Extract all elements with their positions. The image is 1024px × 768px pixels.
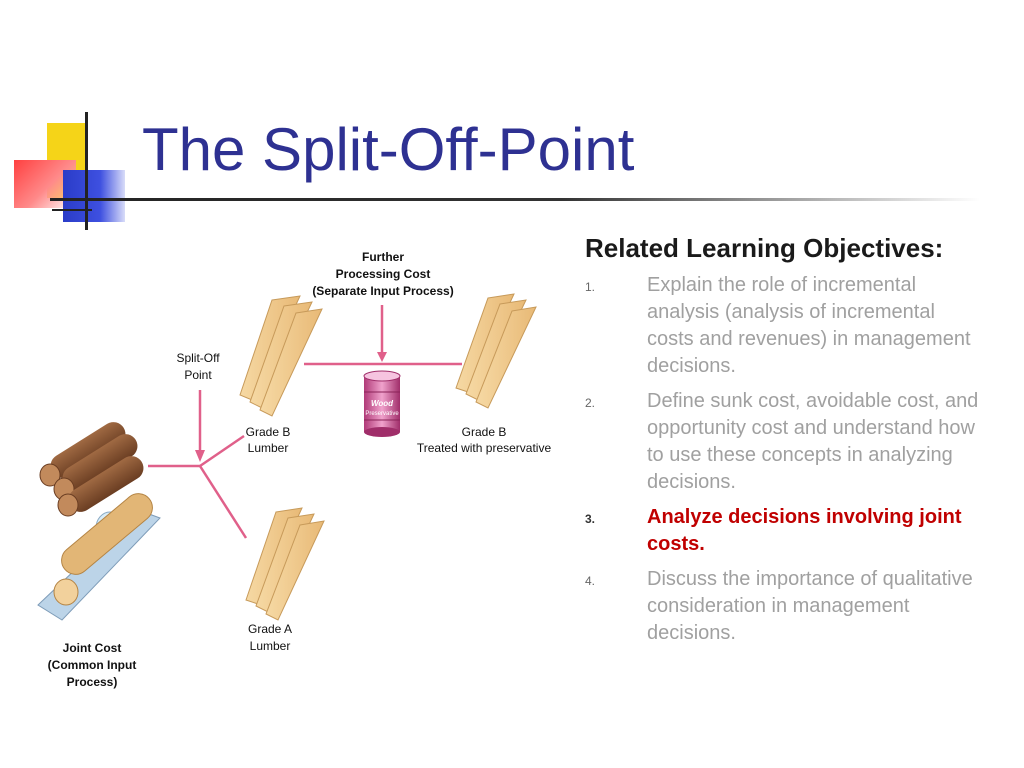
joint-cost-label-2: (Common Input xyxy=(48,658,137,672)
further-processing-label-3: (Separate Input Process) xyxy=(312,284,453,298)
barrel-label-line1: Wood xyxy=(371,399,394,408)
preservative-barrel: Wood Preservative xyxy=(364,371,400,437)
grade-b-treated-label-1: Grade B xyxy=(462,425,507,439)
grade-b-lumber-label-1: Grade B xyxy=(246,425,291,439)
objective-text: Define sunk cost, avoidable cost, and op… xyxy=(647,388,987,496)
grade-b-treated-label-2: Treated with preservative xyxy=(417,441,552,455)
objective-item: 1. Explain the role of incremental analy… xyxy=(585,272,1005,380)
objective-number: 4. xyxy=(585,566,647,647)
further-processing-label-1: Further xyxy=(362,250,404,264)
grade-b-treated-planks xyxy=(456,294,536,408)
processing-arrowhead xyxy=(377,352,387,362)
grade-a-lumber-label-2: Lumber xyxy=(250,639,291,653)
grade-b-lumber-label-2: Lumber xyxy=(248,441,289,455)
split-off-arrowhead xyxy=(195,450,205,462)
objective-text: Analyze decisions involving joint costs. xyxy=(647,504,987,558)
objective-item-highlighted: 3. Analyze decisions involving joint cos… xyxy=(585,504,1005,558)
further-processing-label-2: Processing Cost xyxy=(336,267,431,281)
objective-number: 2. xyxy=(585,388,647,496)
barrel-label-line2: Preservative xyxy=(365,411,399,417)
objective-text: Explain the role of incremental analysis… xyxy=(647,272,987,380)
split-off-label-1: Split-Off xyxy=(176,351,220,365)
grade-a-lumber-planks xyxy=(246,508,324,620)
objective-text: Discuss the importance of qualitative co… xyxy=(647,566,987,647)
objective-item: 2. Define sunk cost, avoidable cost, and… xyxy=(585,388,1005,496)
split-off-label-2: Point xyxy=(184,368,212,382)
grade-a-lumber-label-1: Grade A xyxy=(248,622,292,636)
objective-number: 1. xyxy=(585,272,647,380)
objective-number: 3. xyxy=(585,504,647,558)
grade-b-lumber-planks xyxy=(240,296,322,416)
objective-item: 4. Discuss the importance of qualitative… xyxy=(585,566,1005,647)
joint-cost-label-1: Joint Cost xyxy=(63,641,122,655)
learning-objectives: Related Learning Objectives: 1. Explain … xyxy=(585,233,1005,655)
joint-cost-label-3: Process) xyxy=(67,675,118,689)
objectives-heading: Related Learning Objectives: xyxy=(585,233,1005,264)
sawmill-table xyxy=(38,488,160,620)
